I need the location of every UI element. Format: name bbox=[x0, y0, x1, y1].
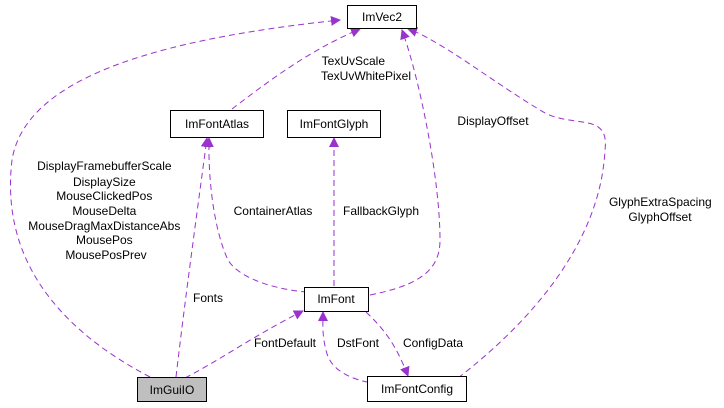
edge-label-line: MouseDragMaxDistanceAbs bbox=[28, 219, 180, 233]
edge-imguiio-to-imvec2 bbox=[10, 15, 341, 378]
edge-label-io-atlas: Fonts bbox=[193, 291, 223, 305]
edge-label-line: TexUvScale bbox=[322, 54, 386, 68]
node-imfont[interactable]: ImFont bbox=[304, 287, 369, 312]
node-imvec2[interactable]: ImVec2 bbox=[347, 5, 417, 29]
edge-label-config-font: DstFont bbox=[337, 336, 380, 350]
edge-label-line: FontDefault bbox=[254, 336, 317, 350]
edge-label-line: Fonts bbox=[193, 291, 223, 305]
edge-label-font-glyph: FallbackGlyph bbox=[343, 204, 419, 218]
node-imfontatlas[interactable]: ImFontAtlas bbox=[170, 110, 264, 138]
edge-label-line: GlyphOffset bbox=[628, 210, 692, 224]
edge-label-font-vec2: DisplayOffset bbox=[457, 114, 529, 128]
edge-label-line: MousePosPrev bbox=[65, 248, 146, 262]
edge-imfont-to-imfontatlas bbox=[203, 137, 308, 293]
edge-label-line: ContainerAtlas bbox=[234, 204, 313, 218]
edge-label-line: DisplaySize bbox=[73, 175, 136, 189]
edge-label-font-config: ConfigData bbox=[403, 336, 463, 350]
edge-label-font-atlas: ContainerAtlas bbox=[234, 204, 313, 218]
edge-imfontconfig-to-imfont bbox=[317, 311, 379, 385]
edge-label-io-font: FontDefault bbox=[254, 336, 317, 350]
edge-label-line: DisplayFramebufferScale bbox=[37, 159, 172, 173]
nodes: ImVec2 ImFontAtlas ImFontGlyph ImFont Im… bbox=[137, 5, 467, 402]
edge-label-line: MouseDelta bbox=[72, 204, 136, 218]
node-label-imfont: ImFont bbox=[317, 292, 355, 306]
node-imguiio[interactable]: ImGuiIO bbox=[137, 377, 207, 402]
edge-label-io-vec2: DisplayFramebufferScale DisplaySize Mous… bbox=[28, 159, 183, 262]
edge-imfontconfig-to-imvec2 bbox=[407, 27, 606, 379]
node-imfontconfig[interactable]: ImFontConfig bbox=[367, 376, 467, 402]
edge-label-line: MouseClickedPos bbox=[56, 189, 152, 203]
edges bbox=[10, 15, 606, 385]
node-label-imvec2: ImVec2 bbox=[362, 10, 402, 24]
edge-imfontatlas-to-imvec2 bbox=[231, 27, 361, 110]
node-label-imguiio: ImGuiIO bbox=[150, 383, 195, 397]
edge-label-line: TexUvWhitePixel bbox=[321, 69, 411, 83]
edge-imguiio-to-imfont bbox=[184, 310, 304, 379]
edge-labels: DisplayFramebufferScale DisplaySize Mous… bbox=[28, 54, 715, 350]
edge-imguiio-to-imfontatlas bbox=[175, 137, 211, 378]
edge-label-config-vec2: GlyphExtraSpacing GlyphOffset bbox=[609, 195, 715, 224]
node-imfontglyph[interactable]: ImFontGlyph bbox=[287, 110, 381, 138]
edge-label-line: DisplayOffset bbox=[457, 114, 529, 128]
edge-label-line: GlyphExtraSpacing bbox=[609, 195, 712, 209]
edge-imfont-to-imvec2 bbox=[369, 29, 441, 296]
edge-label-line: ConfigData bbox=[403, 336, 463, 350]
edge-label-line: FallbackGlyph bbox=[343, 204, 419, 218]
node-label-imfontconfig: ImFontConfig bbox=[381, 382, 453, 396]
edge-label-atlas-vec2: TexUvScale TexUvWhitePixel bbox=[321, 54, 411, 83]
edge-label-line: MousePos bbox=[76, 233, 133, 247]
node-label-imfontatlas: ImFontAtlas bbox=[185, 117, 249, 131]
edge-label-line: DstFont bbox=[337, 336, 380, 350]
node-label-imfontglyph: ImFontGlyph bbox=[300, 117, 369, 131]
